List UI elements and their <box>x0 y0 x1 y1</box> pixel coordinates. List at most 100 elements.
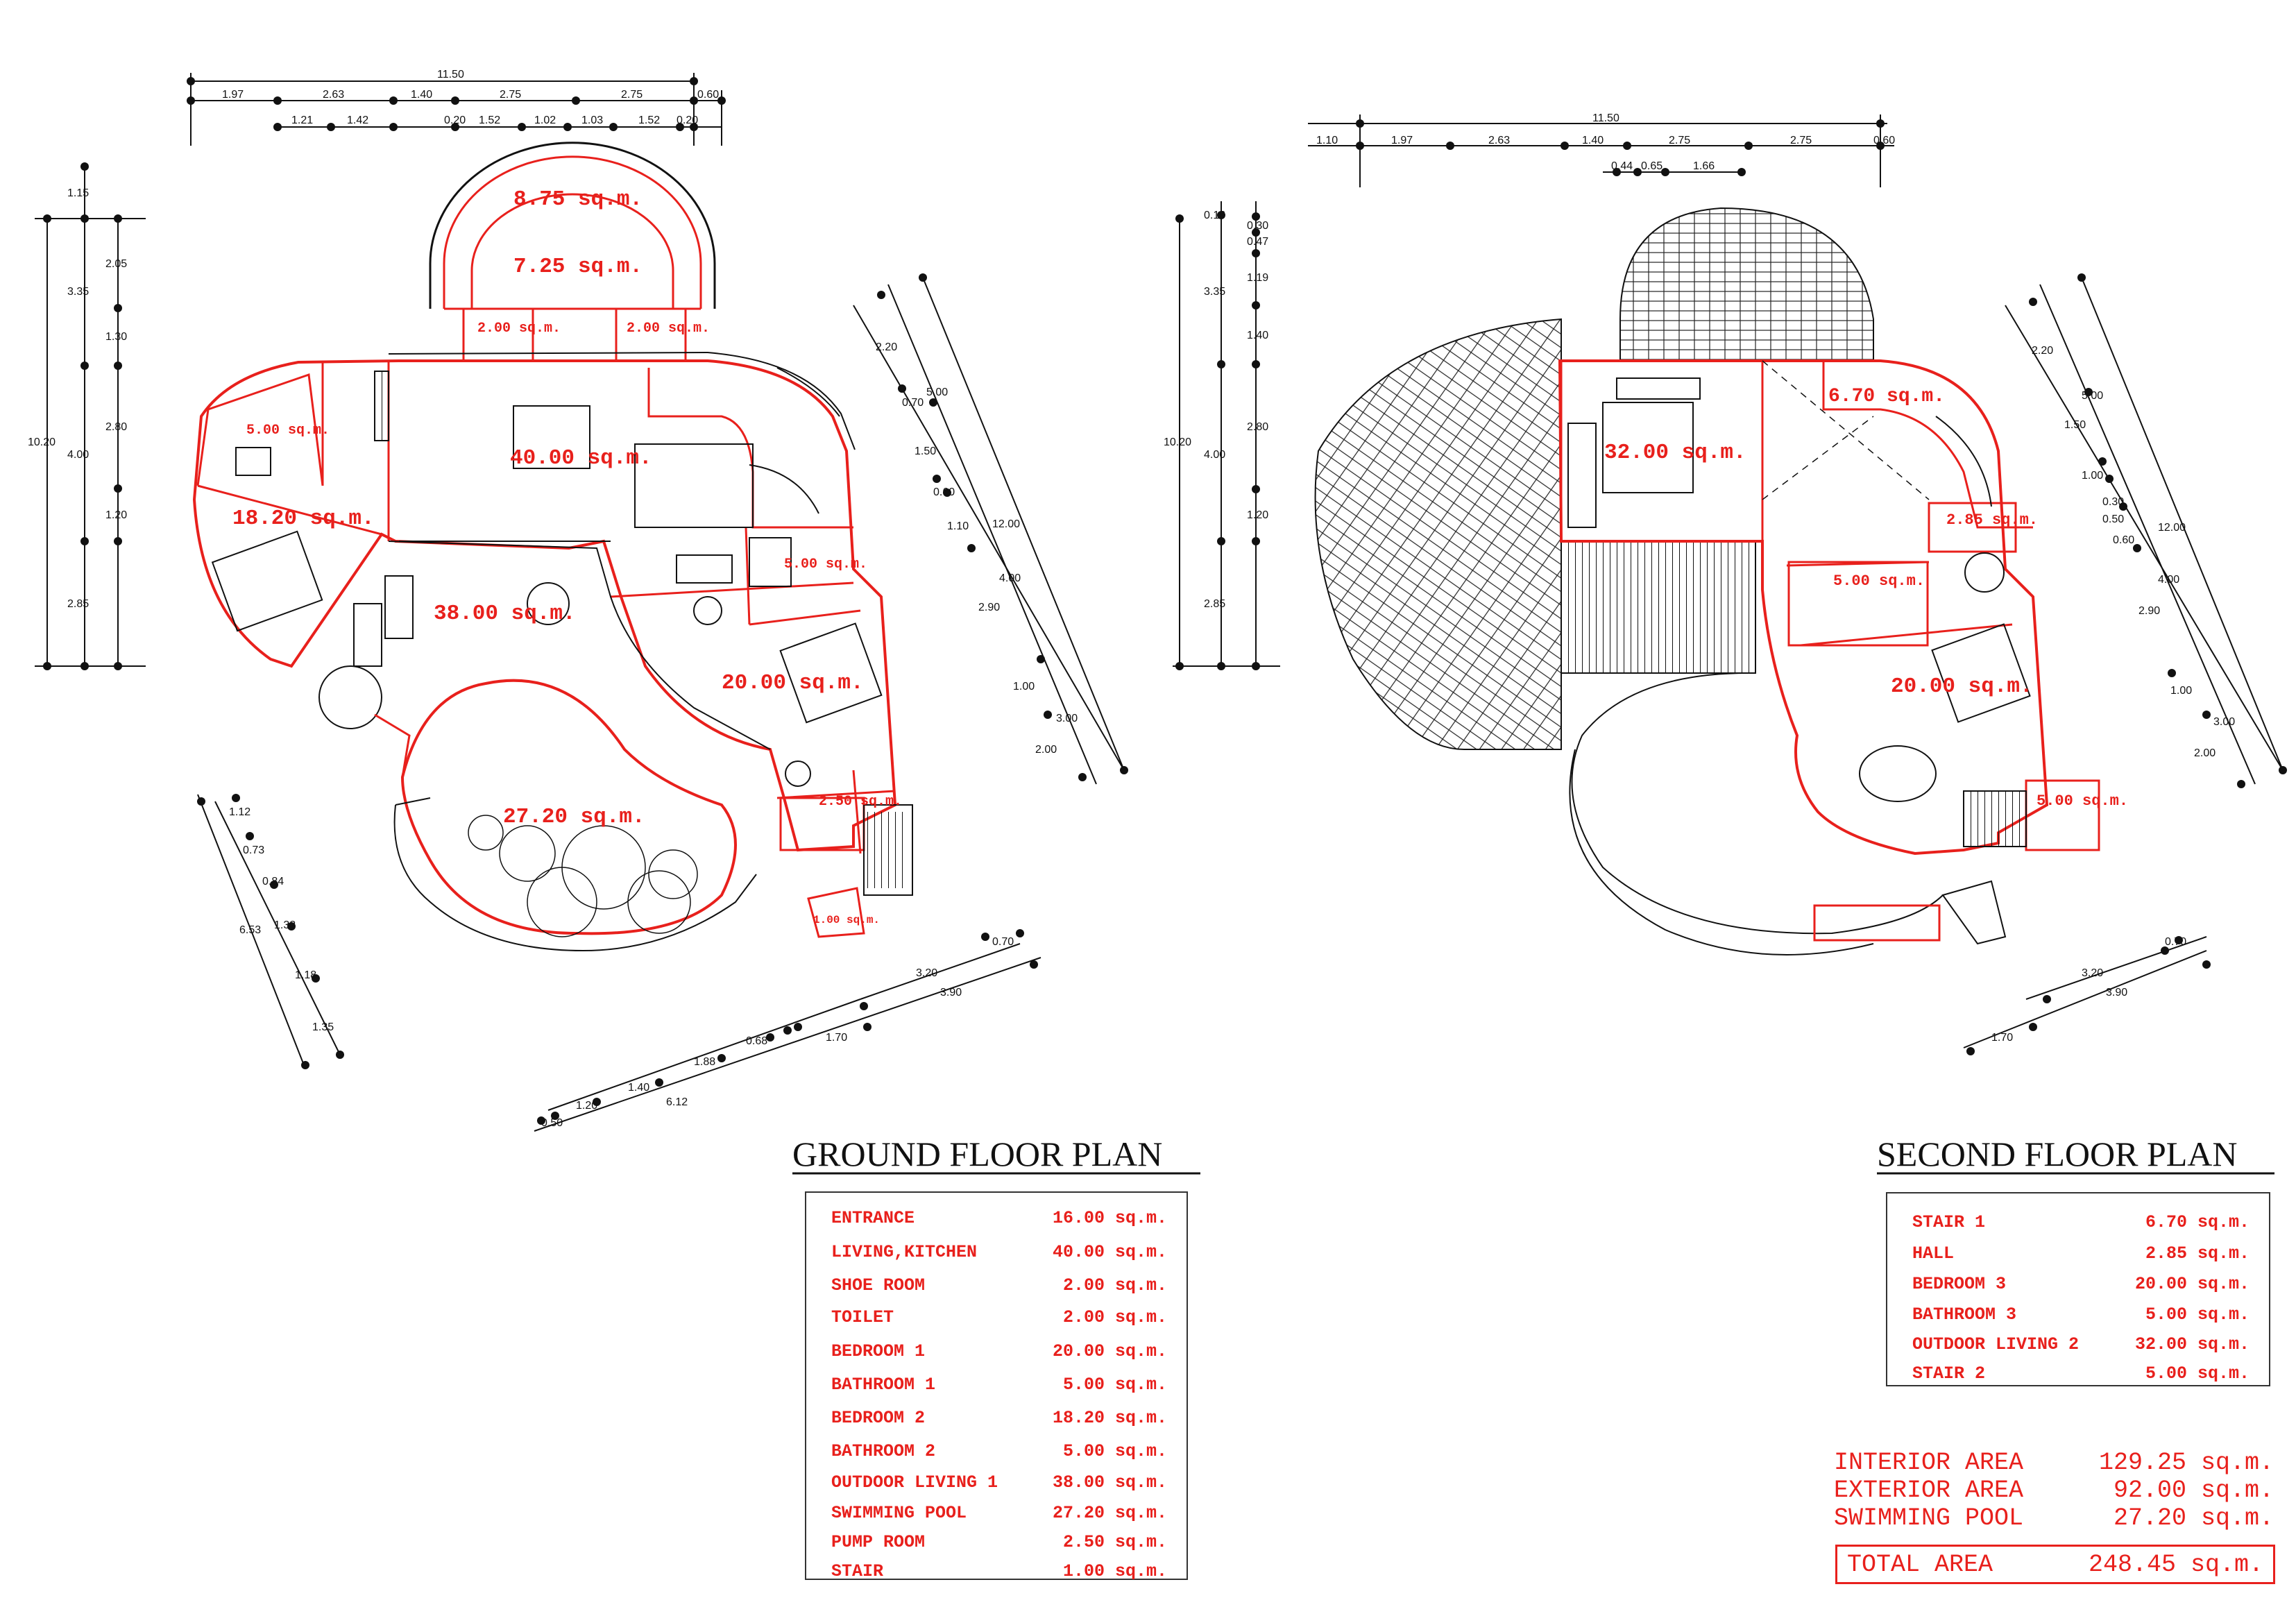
second-roof <box>1314 207 1874 750</box>
dim-label: 4.00 <box>67 449 89 461</box>
dim-label: 0.70 <box>2165 936 2186 948</box>
dim-top-row1: 1.97 2.63 1.40 2.75 2.75 0.60 <box>222 89 719 101</box>
total-value: 248.45 sq.m. <box>2088 1550 2263 1579</box>
room-area: 5.00 sq.m. <box>1062 1441 1167 1461</box>
dim-right-total: 12.00 <box>2158 522 2186 534</box>
second-top-dimensions <box>1308 114 1894 187</box>
dim-label: 1.70 <box>826 1032 847 1044</box>
dim-label: 1.42 <box>347 114 368 126</box>
dim-label: 1.52 <box>638 114 660 126</box>
second-left-dimensions <box>1173 201 1280 667</box>
dim-label: 1.40 <box>1247 330 1268 341</box>
dim-label: 1.40 <box>628 1082 649 1094</box>
dim-label: 2.75 <box>500 89 521 101</box>
room-area: 1.00 sq.m. <box>1062 1561 1167 1581</box>
dim-label: 2.00 <box>2194 747 2216 759</box>
dim-label: 2.75 <box>1669 135 1690 146</box>
room-area-label: 2.00 sq.m. <box>627 321 710 337</box>
room-area: 20.00 sq.m. <box>1052 1341 1167 1361</box>
room-name: BEDROOM 3 <box>1912 1273 2007 1294</box>
dim-label: 3.00 <box>2213 716 2235 728</box>
dim-label: 2.90 <box>978 602 1000 613</box>
dim-label: 0.73 <box>243 844 264 856</box>
dim-label: 3.35 <box>67 286 89 298</box>
room-name: STAIR 2 <box>1912 1363 1986 1384</box>
dim-lowerleft-total: 6.53 <box>239 924 261 936</box>
room-area: 2.00 sq.m. <box>1062 1275 1167 1295</box>
second-room-labels: 6.70 sq.m. 32.00 sq.m. 2.85 sq.m. 5.00 s… <box>1604 386 2128 810</box>
dim-label: 1.20 <box>576 1100 597 1112</box>
summary-label: INTERIOR AREA <box>1834 1449 2024 1477</box>
dim-label: 2.75 <box>1790 135 1812 146</box>
room-area-label: 40.00 sq.m. <box>510 446 652 470</box>
room-area-label: 2.85 sq.m. <box>1946 511 2038 529</box>
dim-label: 1.00 <box>2170 685 2192 697</box>
ground-building-outline <box>192 142 913 952</box>
dim-label: 0.47 <box>1247 236 1268 248</box>
room-area: 2.85 sq.m. <box>2145 1243 2250 1264</box>
ground-floor-plan: 11.50 1.97 2.63 1.40 2.75 2.75 0.60 1.21… <box>28 69 1200 1175</box>
room-name: BATHROOM 1 <box>831 1374 936 1395</box>
dim-label: 2.75 <box>621 89 643 101</box>
room-area-label: 5.00 sq.m. <box>2036 792 2128 810</box>
dim-label: 0.20 <box>677 114 698 126</box>
dim-label: 2.85 <box>1204 598 1225 610</box>
dim-top-total: 11.50 <box>1592 112 1619 124</box>
dim-label: 0.44 <box>1611 160 1633 172</box>
dim-label: 1.40 <box>411 89 432 101</box>
total-label: TOTAL AREA <box>1847 1550 1993 1579</box>
dim-label: 1.66 <box>1693 160 1715 172</box>
ground-bottom-dimensions <box>534 943 1041 1132</box>
dim-label: 3.00 <box>1056 713 1078 724</box>
dim-top-row2: 1.21 1.42 0.20 1.52 1.02 1.03 1.52 0.20 <box>291 114 698 126</box>
room-area-label: 5.00 sq.m. <box>784 556 867 572</box>
room-area-label: 18.20 sq.m. <box>232 507 375 531</box>
summary-label: EXTERIOR AREA <box>1834 1477 2024 1504</box>
room-area: 5.00 sq.m. <box>1062 1374 1167 1395</box>
second-building-outline <box>1558 359 2100 955</box>
room-name: BEDROOM 2 <box>831 1407 926 1428</box>
summary-value: 27.20 sq.m. <box>2113 1504 2274 1532</box>
dim-label: 0.84 <box>262 876 284 887</box>
ground-right-dimensions <box>853 277 1125 785</box>
summary-value: 129.25 sq.m. <box>2098 1449 2274 1477</box>
dim-right-total: 12.00 <box>992 518 1020 530</box>
second-floor-plan: 11.50 1.10 1.97 2.63 1.40 2.75 2.75 0.60… <box>1164 112 2287 1175</box>
dim-label: 1.40 <box>1582 135 1604 146</box>
dim-label: 1.21 <box>291 114 313 126</box>
room-name: TOILET <box>831 1307 894 1327</box>
room-name: PUMP ROOM <box>831 1531 926 1552</box>
room-name: HALL <box>1912 1243 1955 1264</box>
dim-label: 1.00 <box>2082 470 2103 482</box>
dim-label: 1.50 <box>915 445 936 457</box>
dim-label: 1.10 <box>1316 135 1338 146</box>
dim-label: 0.16 <box>1204 210 1225 221</box>
dim-label: 0.60 <box>697 89 719 101</box>
dim-label: 5.00 <box>926 386 948 398</box>
dim-label: 0.68 <box>746 1035 767 1047</box>
dim-label: 2.80 <box>1247 421 1268 433</box>
dim-left-total: 10.20 <box>1164 436 1191 448</box>
dim-label: 2.80 <box>105 421 127 433</box>
dim-label: 1.18 <box>295 969 316 981</box>
dim-label: 1.12 <box>229 806 250 818</box>
room-area-label: 8.75 sq.m. <box>513 187 643 212</box>
room-area-label: 27.20 sq.m. <box>503 805 645 829</box>
dim-label: 1.02 <box>534 114 556 126</box>
room-area: 32.00 sq.m. <box>2134 1334 2250 1354</box>
dim-label: 5.00 <box>2082 390 2103 402</box>
dim-label: 1.50 <box>2064 419 2086 431</box>
dim-label: 2.20 <box>876 341 897 353</box>
dim-label: 2.63 <box>1488 135 1510 146</box>
room-name: OUTDOOR LIVING 1 <box>831 1472 998 1493</box>
room-area-label: 38.00 sq.m. <box>434 602 576 626</box>
